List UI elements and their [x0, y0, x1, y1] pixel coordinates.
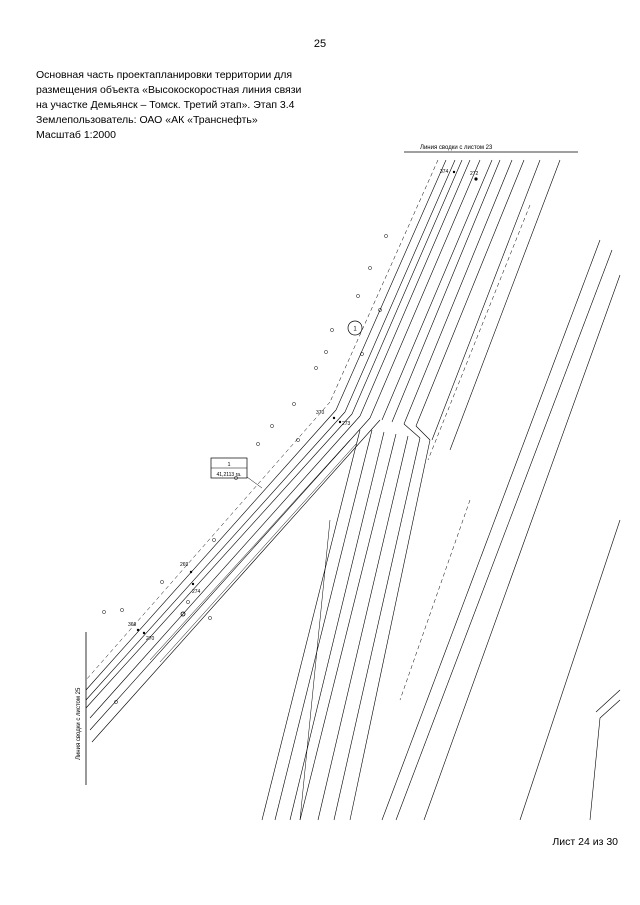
- survey-point: [142, 631, 146, 635]
- match-line-top-label: Линия сводки с листом 23: [420, 145, 493, 151]
- corridor-lower: [85, 409, 381, 743]
- parcel-label-box: 1 41,2113 га.: [210, 457, 263, 489]
- point-labels: 374 272 370 273 269 274 366 270: [128, 169, 479, 642]
- survey-point: [338, 420, 342, 424]
- match-line-left-label: Линия сводки с листом 25: [76, 687, 82, 760]
- road-edges-right: [381, 159, 621, 821]
- circle-marker: 1: [347, 320, 363, 336]
- point-label: 270: [146, 636, 155, 642]
- circle-marker-label: 1: [353, 327, 357, 333]
- match-line-left: Линия сводки с листом 25: [76, 632, 87, 785]
- parcel-area: 41,2113 га.: [217, 472, 242, 478]
- tree-symbols: [102, 234, 388, 704]
- survey-point: [452, 170, 456, 174]
- page-number: 25: [313, 38, 327, 50]
- point-label: 374: [440, 169, 449, 175]
- point-label: 366: [128, 622, 137, 628]
- match-line-top: Линия сводки с листом 23: [404, 145, 578, 153]
- survey-point: [189, 570, 193, 574]
- site-plan-drawing: Линия сводки с листом 23 Линия сводки с …: [76, 145, 621, 821]
- corridor-upper: [335, 159, 525, 427]
- survey-point: [474, 177, 478, 181]
- point-label: 370: [316, 410, 325, 416]
- survey-point: [136, 628, 140, 632]
- header-line: Основная часть проектапланировки террито…: [36, 69, 293, 81]
- access-road: [149, 439, 357, 821]
- scale-label: Масштаб 1:2000: [36, 129, 116, 141]
- survey-point: [332, 416, 336, 420]
- header-line: Землепользователь: ОАО «АК «Транснефть»: [36, 114, 258, 126]
- point-label: 269: [180, 562, 189, 568]
- document-header: Основная часть проектапланировки террито…: [36, 68, 336, 143]
- header-line: размещения объекта «Высокоскоростная лин…: [36, 84, 302, 96]
- survey-point: [191, 582, 195, 586]
- point-label: 272: [470, 171, 479, 177]
- road-vertical: [261, 423, 431, 821]
- point-label: 273: [342, 421, 351, 427]
- parcel-number: 1: [227, 462, 230, 468]
- survey-point: [180, 611, 186, 617]
- sheet-label: Лист 24 из 30: [552, 836, 618, 848]
- dashed-boundaries: [85, 159, 531, 701]
- point-label: 274: [192, 589, 201, 595]
- header-line: на участке Демьянск – Томск. Третий этап…: [36, 99, 295, 111]
